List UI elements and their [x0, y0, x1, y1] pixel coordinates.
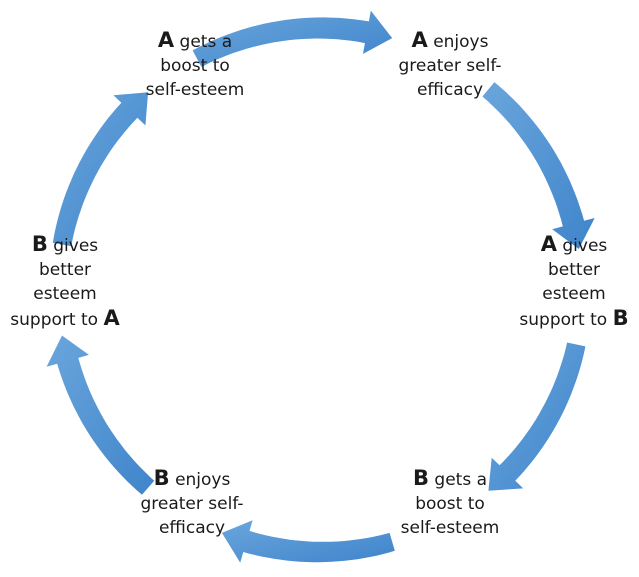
node-text: gives — [53, 236, 99, 256]
node-text: efficacy — [158, 518, 226, 538]
arrow-b-boost-to-b-efficacy — [221, 520, 395, 563]
node-b-support: B gives better esteem support to A — [4, 232, 126, 332]
node-text: efficacy — [416, 80, 484, 100]
arrow-a-efficacy-to-a-support — [482, 82, 595, 249]
node-subject: A — [411, 28, 428, 52]
node-text: better — [38, 260, 92, 280]
node-subject: B — [153, 466, 170, 490]
node-text: gives — [562, 236, 608, 256]
node-text: support to — [519, 310, 608, 330]
node-subject: B — [31, 232, 48, 256]
node-text: enjoys — [175, 470, 231, 490]
node-text: greater self- — [398, 56, 502, 76]
node-text: gets a — [179, 32, 233, 52]
node-text: gets a — [434, 470, 487, 490]
node-text: greater self- — [140, 494, 244, 514]
node-subject: A — [540, 232, 557, 256]
node-text: boost to — [160, 56, 230, 76]
arrow-a-boost-to-a-efficacy — [192, 10, 393, 67]
node-text: self-esteem — [400, 518, 500, 538]
node-b-boost: B gets a boost to self-esteem — [392, 466, 508, 540]
node-text: boost to — [415, 494, 485, 514]
node-b-efficacy: B enjoys greater self- efficacy — [130, 466, 254, 540]
arrow-b-efficacy-to-b-support — [46, 335, 155, 495]
node-text: support to — [10, 310, 99, 330]
node-subject: B — [412, 466, 429, 490]
node-object: A — [103, 306, 120, 330]
node-a-efficacy: A enjoys greater self- efficacy — [392, 28, 508, 102]
node-object: B — [612, 306, 629, 330]
node-text: enjoys — [433, 32, 489, 52]
node-a-boost: A gets a boost to self-esteem — [140, 28, 250, 102]
node-subject: A — [157, 28, 175, 52]
arrow-b-support-to-a-boost — [52, 92, 149, 247]
node-text: esteem — [542, 284, 606, 304]
node-a-support: A gives better esteem support to B — [513, 232, 635, 332]
node-text: esteem — [33, 284, 97, 304]
node-text: self-esteem — [145, 80, 245, 100]
node-text: better — [547, 260, 601, 280]
arrow-a-support-to-b-boost — [488, 342, 586, 491]
